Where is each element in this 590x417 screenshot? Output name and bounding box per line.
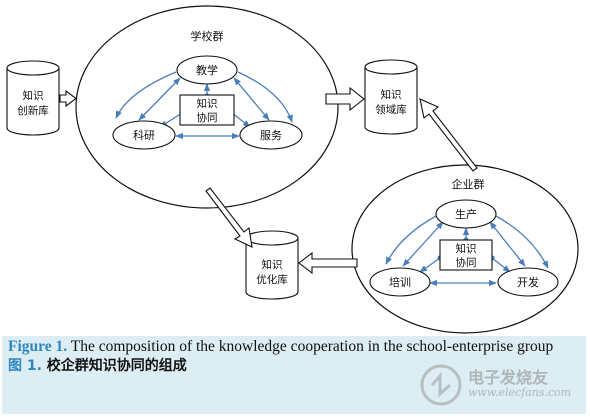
enterprise-node-development-label: 开发 — [517, 275, 539, 289]
store-domain-top — [364, 59, 418, 75]
enterprise-node-production-label: 生产 — [455, 207, 477, 221]
school-node-service — [239, 120, 303, 150]
school-connector-outer-right — [237, 71, 293, 123]
school-center-line2: 协同 — [197, 111, 218, 124]
enterprise-connector-outer-right — [495, 215, 549, 269]
arrow-school-to-domain — [325, 86, 365, 112]
caption-en-text: The composition of the knowledge coopera… — [67, 338, 554, 355]
figure-caption: Figure 1. The composition of the knowled… — [2, 336, 586, 414]
store-innovation: 知识 创新库 — [6, 60, 60, 136]
enterprise-node-production — [435, 199, 497, 229]
store-domain: 知识 领域库 — [364, 59, 418, 135]
arrow-school-to-optimization — [205, 187, 253, 248]
flow-arrows — [59, 86, 478, 275]
school-node-service-label: 服务 — [260, 129, 282, 142]
school-connector-center-right — [229, 110, 251, 128]
enterprise-node-development — [497, 267, 559, 297]
arrow-enterprise-to-optimization — [298, 251, 358, 275]
store-domain-line2: 领域库 — [375, 103, 407, 116]
store-optimization-line2: 优化库 — [256, 273, 288, 286]
watermark: 电子发烧友 www.elecfans.com — [414, 362, 584, 408]
caption-en-label: Figure 1. — [8, 338, 68, 355]
store-domain-body — [364, 67, 418, 135]
enterprise-node-training — [369, 267, 431, 297]
enterprise-connector-outer-left — [385, 215, 437, 265]
school-node-research-label: 科研 — [133, 128, 155, 142]
school-connector-top-left — [138, 77, 181, 121]
school-node-teaching-label: 教学 — [196, 63, 218, 77]
store-innovation-body — [6, 68, 60, 136]
enterprise-connector-center-right — [489, 255, 511, 273]
store-innovation-line2: 创新库 — [17, 104, 49, 117]
store-optimization-top — [245, 230, 299, 246]
caption-zh-text: 校企群知识协同的组成 — [41, 358, 187, 374]
diagram-canvas: 学校群 教学 科研 服务 知识 协同 企业群 — [6, 5, 579, 334]
enterprise-connectors — [385, 215, 549, 287]
school-group-title: 学校群 — [191, 29, 224, 43]
caption-zh-label: 图 1. — [8, 358, 42, 374]
arrow-enterprise-to-domain — [419, 98, 478, 172]
school-group-boundary — [75, 5, 339, 209]
school-connectors — [115, 71, 293, 140]
arrow-innovation-to-school — [59, 89, 77, 108]
enterprise-group-boundary — [351, 164, 579, 334]
school-connector-outer-left — [115, 71, 177, 119]
school-center-line1: 知识 — [197, 97, 218, 110]
school-node-teaching — [176, 55, 238, 85]
school-group: 学校群 教学 科研 服务 知识 协同 — [75, 5, 339, 209]
store-innovation-top — [6, 60, 60, 76]
enterprise-group-title: 企业群 — [452, 177, 485, 191]
store-innovation-line1: 知识 — [23, 89, 44, 102]
enterprise-knowledge-collab-box — [439, 239, 493, 271]
store-optimization-body — [245, 238, 299, 300]
watermark-text: 电子发烧友 — [468, 368, 549, 387]
enterprise-center-line2: 协同 — [456, 256, 477, 269]
caption-english: Figure 1. The composition of the knowled… — [8, 338, 580, 356]
enterprise-node-training-label: 培训 — [389, 275, 411, 289]
school-node-research — [112, 120, 176, 150]
enterprise-group: 企业群 生产 培训 开发 知识 协同 — [351, 164, 579, 334]
enterprise-connector-top-right — [489, 221, 526, 267]
store-optimization: 知识 优化库 — [245, 230, 299, 300]
enterprise-connector-center-left — [419, 255, 443, 273]
store-domain-line1: 知识 — [381, 88, 402, 101]
school-connector-top-right — [233, 77, 270, 121]
store-optimization-line1: 知识 — [262, 258, 283, 271]
watermark-url: www.elecfans.com — [468, 386, 572, 399]
watermark-logo-icon — [420, 364, 462, 406]
enterprise-center-line1: 知识 — [456, 242, 477, 255]
caption-chinese: 图 1. 校企群知识协同的组成 — [8, 356, 580, 376]
enterprise-connector-top-left — [402, 221, 444, 267]
school-knowledge-collab-box — [179, 94, 235, 126]
